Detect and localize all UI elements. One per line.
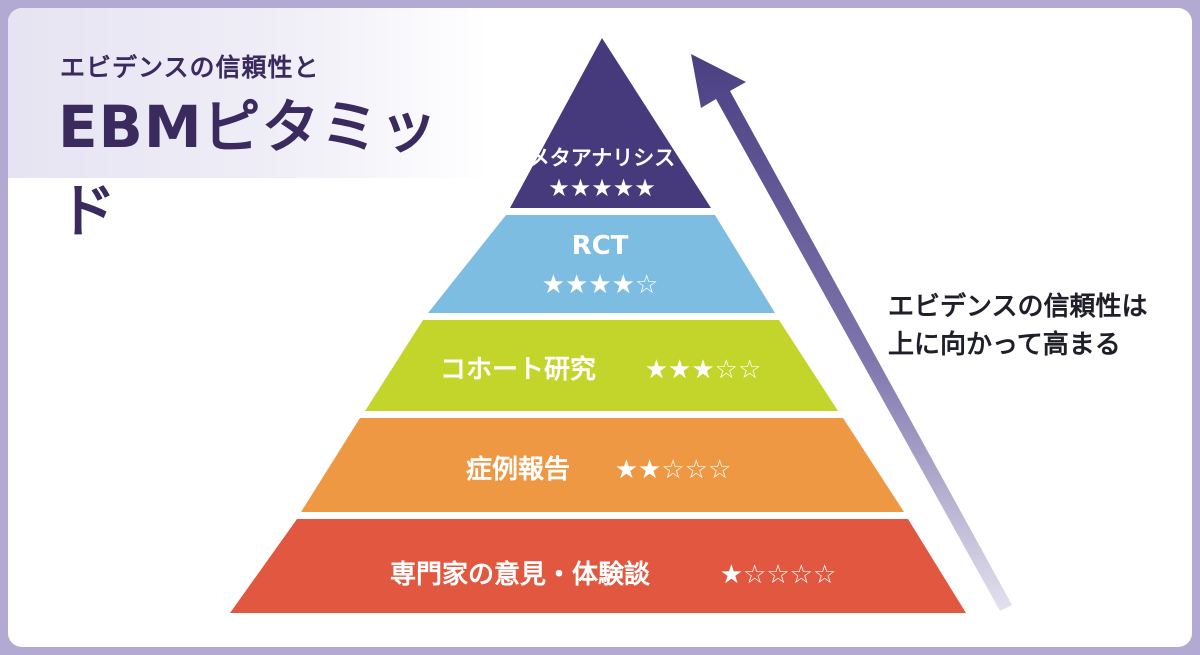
pyramid-diagram: メタアナリシス ★★★★★ RCT ★★★★☆ コホート研究 ★★★☆☆ 症例報… xyxy=(230,38,1012,613)
note-line-2: 上に向かって高まる xyxy=(888,330,1121,360)
tier-stars-case-report: ★★☆☆☆ xyxy=(615,455,732,485)
page-subtitle: エビデンスの信頼性と xyxy=(60,53,320,82)
tier-label-cohort: コホート研究 xyxy=(440,354,596,385)
tier-cohort xyxy=(365,320,838,411)
reliability-note: エビデンスの信頼性は 上に向かって高まる xyxy=(888,288,1147,364)
note-line-1: エビデンスの信頼性は xyxy=(888,292,1148,322)
tier-stars-rct: ★★★★☆ xyxy=(542,270,659,300)
tier-stars-cohort: ★★★☆☆ xyxy=(645,355,762,385)
tier-stars-meta-analysis: ★★★★★ xyxy=(548,174,656,202)
upward-arrow-icon xyxy=(691,54,1012,611)
tier-label-case-report: 症例報告 xyxy=(466,454,570,485)
tier-rct xyxy=(428,215,775,313)
title-panel: エビデンスの信頼性と EBMピタミッド xyxy=(8,8,488,245)
tier-case-report xyxy=(301,418,904,512)
tier-stars-expert-opinion: ★☆☆☆☆ xyxy=(720,560,837,590)
tier-label-expert-opinion: 専門家の意見・体験談 xyxy=(390,559,651,590)
tier-label-meta-analysis: メタアナリシス xyxy=(529,146,676,170)
page-title: EBMピタミッド xyxy=(58,93,439,245)
slide-card: エビデンスの信頼性と EBMピタミッド メタアナリシス ★★★★★ RCT ★★… xyxy=(8,8,1192,647)
tier-meta-analysis xyxy=(510,38,711,208)
tier-expert-opinion xyxy=(230,519,966,613)
tier-label-rct: RCT xyxy=(572,231,629,261)
